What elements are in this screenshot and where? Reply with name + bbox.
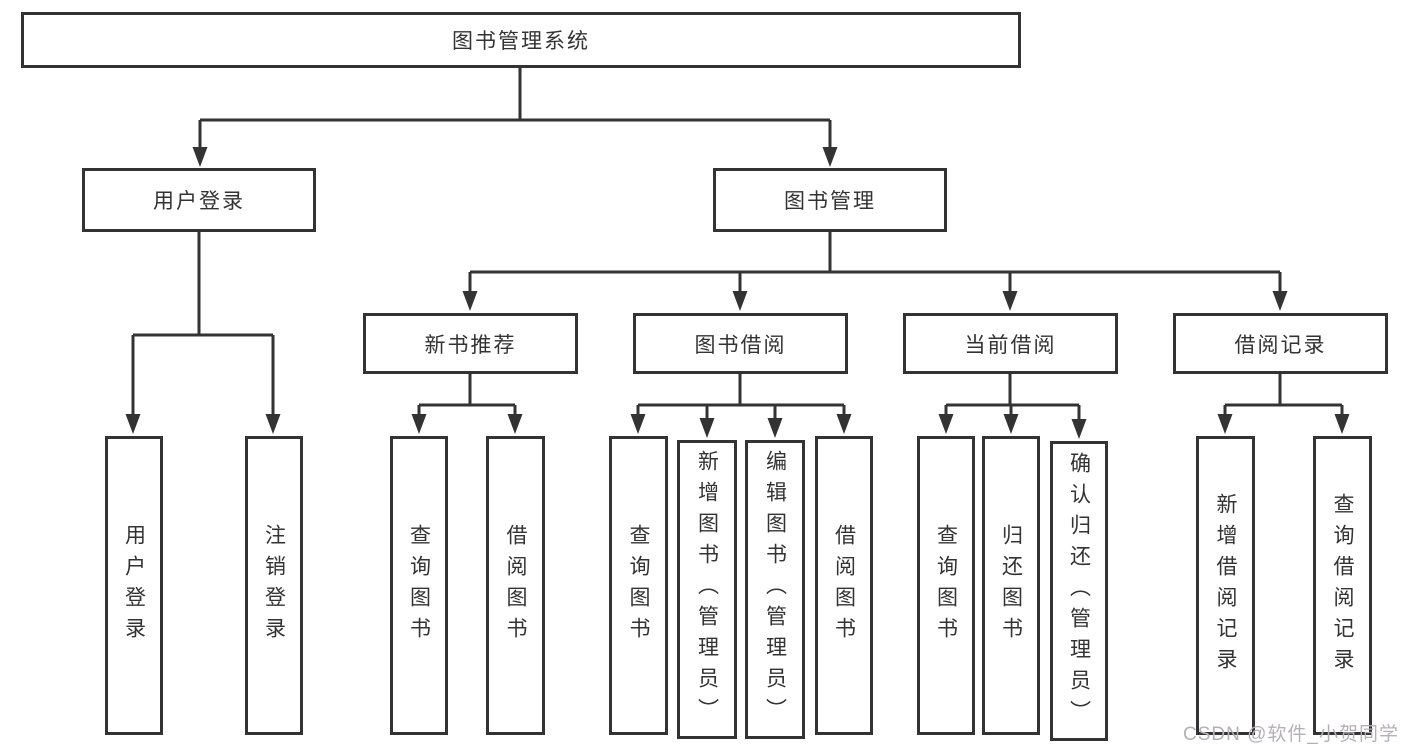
arrow-down-icon xyxy=(265,414,281,434)
leaf-logout: 注销登录 xyxy=(245,436,303,735)
node-label: 查询图书 xyxy=(934,523,958,648)
csdn-watermark: CSDN @软件_小贺同学 xyxy=(1183,724,1399,745)
node-label: 归还图书 xyxy=(999,523,1023,648)
node-label: 借阅记录 xyxy=(1234,333,1327,357)
node-label: 查询借阅记录 xyxy=(1331,492,1354,679)
node-label: 查询图书 xyxy=(627,523,650,648)
leaf-add-books-admin: 新增图书（管理员） xyxy=(677,440,737,739)
node-label: 新增借阅记录 xyxy=(1214,492,1237,679)
arrow-down-icon xyxy=(938,414,954,434)
arrow-down-icon xyxy=(125,414,141,434)
node-label: 注销登录 xyxy=(262,523,286,648)
leaf-return-books: 归还图书 xyxy=(982,436,1040,735)
leaf-query-books-recommend: 查询图书 xyxy=(390,436,448,735)
leaf-add-borrow-record: 新增借阅记录 xyxy=(1196,436,1255,735)
leaf-confirm-return-admin: 确认归还（管理员） xyxy=(1050,441,1108,741)
arrow-down-icon xyxy=(1334,414,1350,434)
arrow-down-icon xyxy=(462,291,478,311)
arrow-down-icon xyxy=(192,147,208,167)
node-new-book-recommend: 新书推荐 xyxy=(363,313,578,374)
node-current-borrow: 当前借阅 xyxy=(903,313,1118,374)
node-label: 新增图书（管理员） xyxy=(695,450,719,729)
leaf-borrow-books: 借阅图书 xyxy=(815,436,873,735)
leaf-borrow-books-recommend: 借阅图书 xyxy=(486,436,545,735)
leaf-query-books-current: 查询图书 xyxy=(917,436,975,735)
node-label: 借阅图书 xyxy=(832,523,856,648)
arrow-down-icon xyxy=(1071,419,1087,439)
node-label: 图书管理 xyxy=(784,190,876,213)
arrow-down-icon xyxy=(507,414,523,434)
arrow-down-icon xyxy=(1003,414,1019,434)
node-book-management: 图书管理 xyxy=(713,168,947,232)
tree-edges xyxy=(131,68,1344,421)
arrow-down-icon xyxy=(1217,414,1233,434)
node-label: 当前借阅 xyxy=(964,333,1057,357)
node-label: 新书推荐 xyxy=(424,333,517,357)
arrow-down-icon xyxy=(767,418,783,438)
arrow-down-icon xyxy=(1002,291,1018,311)
node-book-borrow: 图书借阅 xyxy=(633,313,848,374)
node-label: 用户登录 xyxy=(153,190,245,213)
node-label: 图书管理系统 xyxy=(452,30,590,53)
node-label: 编辑图书（管理员） xyxy=(763,450,787,729)
arrowheads xyxy=(125,147,1350,439)
leaf-query-books-borrow: 查询图书 xyxy=(609,436,668,735)
node-root-library-system: 图书管理系统 xyxy=(21,12,1021,68)
node-label: 图书借阅 xyxy=(694,333,787,357)
arrow-down-icon xyxy=(836,414,852,434)
node-label: 用户登录 xyxy=(122,523,146,648)
node-borrow-records: 借阅记录 xyxy=(1173,313,1388,374)
leaf-user-login: 用户登录 xyxy=(105,436,163,735)
arrow-down-icon xyxy=(822,147,838,167)
arrow-down-icon xyxy=(699,418,715,438)
arrow-down-icon xyxy=(1272,291,1288,311)
arrow-down-icon xyxy=(411,414,427,434)
leaf-query-borrow-record: 查询借阅记录 xyxy=(1313,436,1372,735)
node-user-login: 用户登录 xyxy=(82,168,316,232)
node-label: 确认归还（管理员） xyxy=(1067,451,1091,731)
arrow-down-icon xyxy=(732,291,748,311)
arrow-down-icon xyxy=(630,414,646,434)
node-label: 查询图书 xyxy=(407,523,431,648)
node-label: 借阅图书 xyxy=(504,523,527,648)
leaf-edit-books-admin: 编辑图书（管理员） xyxy=(745,440,805,739)
